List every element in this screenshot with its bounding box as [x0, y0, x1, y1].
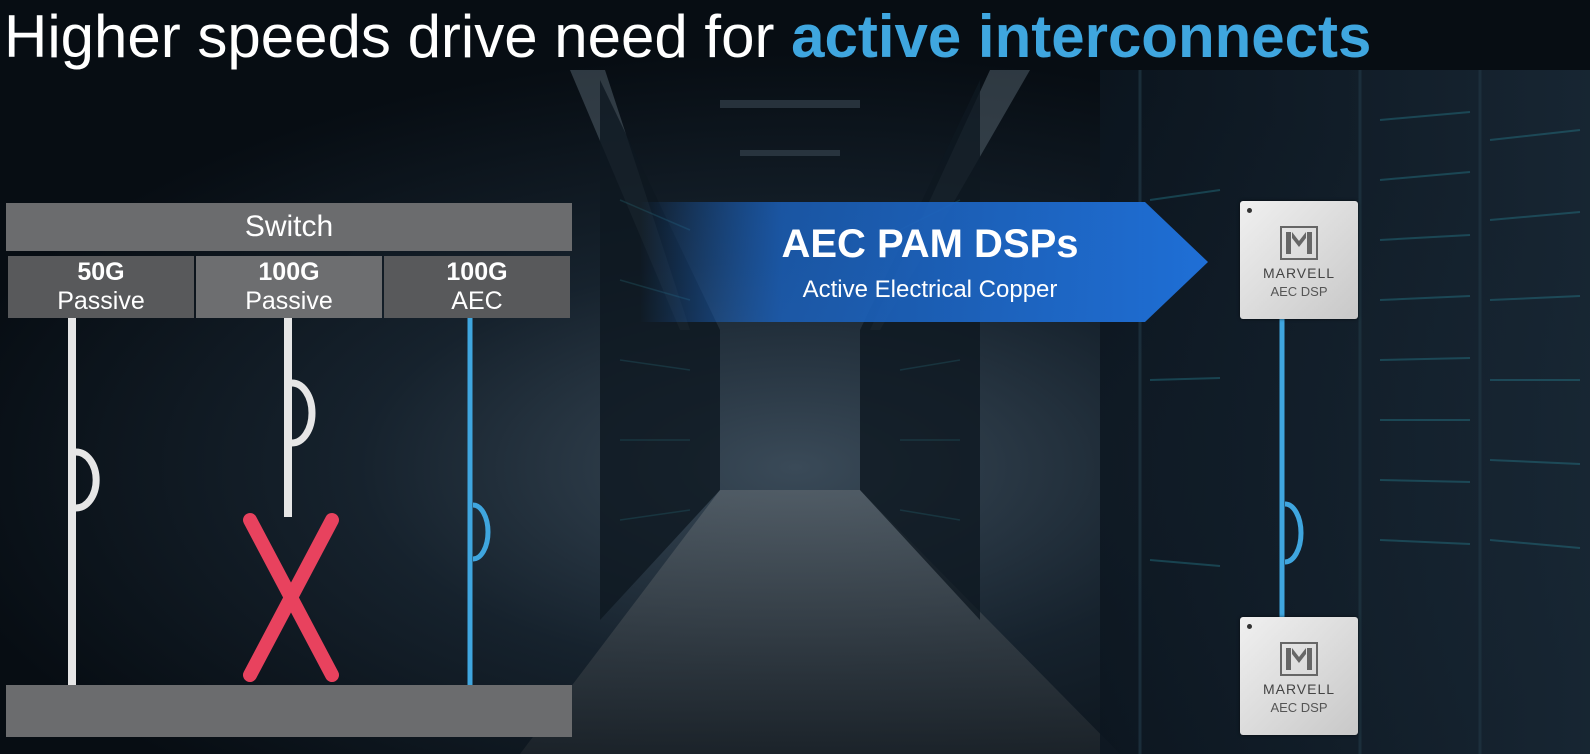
chip-brand: MARVELL	[1262, 681, 1336, 697]
pin1-dot	[1247, 624, 1252, 629]
column-speed: 100G	[446, 258, 508, 286]
chip-model: AEC DSP	[1270, 284, 1328, 299]
column-speed: 100G	[258, 258, 320, 286]
fail-x-icon	[243, 513, 339, 682]
column-kind: Passive	[57, 287, 145, 315]
arrow-shape	[640, 202, 1208, 322]
cable-loop-icon	[472, 502, 491, 562]
aec-dsp-chip-bottom: MARVELL AEC DSP	[1240, 617, 1358, 735]
bottom-bar	[6, 685, 572, 737]
column-header-100g-aec: 100G AEC	[384, 256, 570, 318]
switch-bar: Switch	[6, 203, 572, 251]
column-kind: Passive	[245, 287, 333, 315]
arrow-title: AEC PAM DSPs	[781, 222, 1079, 266]
cable-loop-icon	[1284, 501, 1304, 565]
column-kind: AEC	[451, 287, 503, 315]
aec-dsp-chip-top: MARVELL AEC DSP	[1240, 201, 1358, 319]
title-plain: Higher speeds drive need for	[4, 3, 792, 70]
pin1-dot	[1247, 208, 1252, 213]
arrow-subtitle: Active Electrical Copper	[802, 276, 1058, 303]
marvell-logo-icon	[1280, 226, 1318, 260]
column-header-100g-passive: 100G Passive	[196, 256, 382, 318]
column-speed: 50G	[77, 258, 125, 286]
column-header-50g-passive: 50G Passive	[8, 256, 194, 318]
title-highlight: active interconnects	[791, 3, 1372, 70]
slide-title: Higher speeds drive need for active inte…	[4, 2, 1371, 71]
chip-model: AEC DSP	[1270, 700, 1328, 715]
cable-loop-icon	[75, 448, 100, 512]
cable-loop-icon	[291, 379, 316, 447]
marvell-logo-icon	[1280, 642, 1318, 676]
chip-brand: MARVELL	[1262, 265, 1336, 281]
